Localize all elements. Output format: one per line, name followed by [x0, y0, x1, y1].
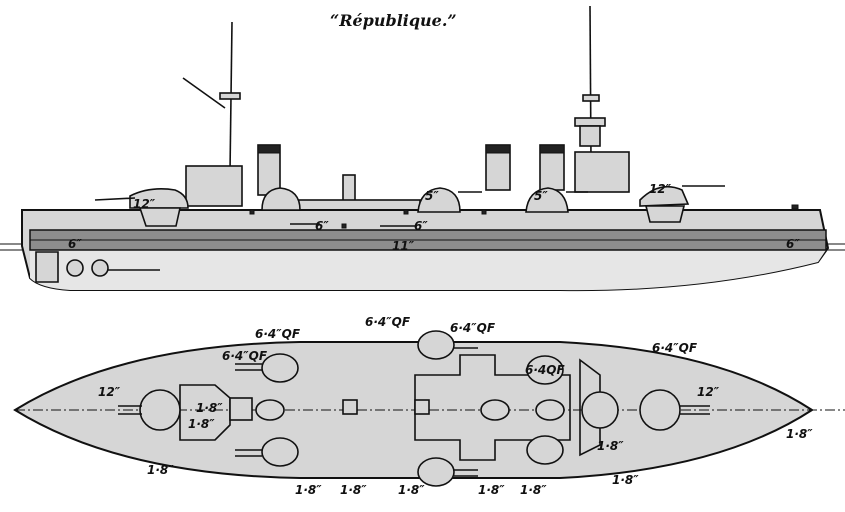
port-2 — [341, 223, 347, 229]
fore-mast-top — [219, 92, 241, 100]
label-deck-4: 1·8″ — [147, 463, 174, 477]
label-qf-3: 6·4″QF — [450, 321, 496, 335]
center-deck-house — [414, 354, 571, 461]
label-deck-3: 1·8″ — [786, 427, 813, 441]
aft-turret-12in — [639, 185, 690, 207]
plan-sec-turret-1 — [261, 353, 299, 383]
propeller-1 — [66, 259, 84, 277]
port-1 — [249, 209, 255, 215]
plan-fore-turret — [139, 389, 181, 431]
label-deck-2: 1·8″ — [597, 439, 624, 453]
label-deck-10: 1·8″ — [612, 473, 639, 487]
propeller-2 — [91, 259, 109, 277]
profile-view: 12″ 12″ 5″ 5″ 6″ 6″ 6″ 11″ 6″ — [0, 5, 845, 292]
funnel-1-cap — [257, 144, 281, 154]
label-deck-8: 1·8″ — [478, 483, 505, 497]
label-belt-mid: 11″ — [392, 239, 415, 253]
label-qf-4: 6·4″QF — [652, 341, 698, 355]
fore-turret-12in — [129, 188, 189, 209]
lower-hull — [30, 250, 826, 291]
label-belt-aft: 6″ — [786, 237, 800, 251]
label-gun-left: 12″ — [98, 385, 121, 399]
rudder — [35, 251, 59, 283]
label-fore-turret: 12″ — [133, 197, 156, 211]
plan-sec-turret-4 — [417, 457, 455, 487]
plan-aft-barbette — [581, 391, 619, 429]
fore-barbette — [138, 207, 181, 227]
main-mast-base — [579, 125, 601, 147]
label-deck-9: 1·8″ — [520, 483, 547, 497]
fore-bridge — [185, 165, 243, 207]
port-4 — [481, 209, 487, 215]
main-mast-platform — [574, 117, 606, 127]
main-mast-top — [582, 94, 600, 102]
plan-funnel-3 — [535, 399, 565, 421]
plan-funnel-1 — [255, 399, 285, 421]
funnel-3-cap — [539, 144, 565, 154]
label-deck-5: 1·8″ — [295, 483, 322, 497]
plan-sec-turret-5 — [526, 355, 564, 385]
label-casemate-b: 6″ — [414, 219, 428, 233]
turret-5in-b — [525, 187, 569, 213]
turret-5in-a — [417, 187, 461, 213]
funnel-2-cap — [485, 144, 511, 154]
center-hatch — [342, 399, 358, 415]
label-belt-fore: 6″ — [68, 237, 82, 251]
label-gun-right: 12″ — [697, 385, 720, 399]
label-aft-turret: 12″ — [649, 182, 672, 196]
label-mid-turret-b: 5″ — [534, 189, 548, 203]
plan-funnel-2 — [480, 399, 510, 421]
plan-sec-turret-2 — [261, 437, 299, 467]
label-qf-5: 6·4″QF — [222, 349, 268, 363]
center-hatch-2 — [414, 399, 430, 415]
plan-view: 6·4″QF 6·4″QF 6·4″QF 6·4″QF 6·4″QF 6·4QF… — [13, 315, 845, 497]
port-3 — [403, 209, 409, 215]
label-casemate-a: 6″ — [315, 219, 329, 233]
fore-deck-box — [229, 397, 253, 421]
fore-mast-gaff — [182, 77, 226, 109]
plan-sec-turret-6 — [526, 435, 564, 465]
fore-deck-house — [179, 384, 231, 441]
aft-deck-house — [579, 358, 601, 457]
label-deck-1: 1·8″ — [188, 417, 215, 431]
label-qf-2: 6·4″QF — [365, 315, 411, 329]
aft-bridge — [574, 151, 630, 193]
label-deck-11: 1·8″ — [196, 401, 223, 415]
label-mid-turret-a: 5″ — [425, 189, 439, 203]
plan-aft-turret — [639, 389, 681, 431]
label-deck-6: 1·8″ — [340, 483, 367, 497]
turret-64-a — [261, 187, 301, 211]
plan-sec-turret-3 — [417, 330, 455, 360]
label-qf-1: 6·4″QF — [255, 327, 301, 341]
label-qf-inner: 6·4QF — [525, 363, 565, 377]
aft-barbette — [644, 205, 686, 223]
port-5 — [791, 204, 799, 210]
label-deck-7: 1·8″ — [398, 483, 425, 497]
fore-turret-gun — [94, 197, 136, 201]
diagram-title: “République.” — [330, 11, 457, 30]
